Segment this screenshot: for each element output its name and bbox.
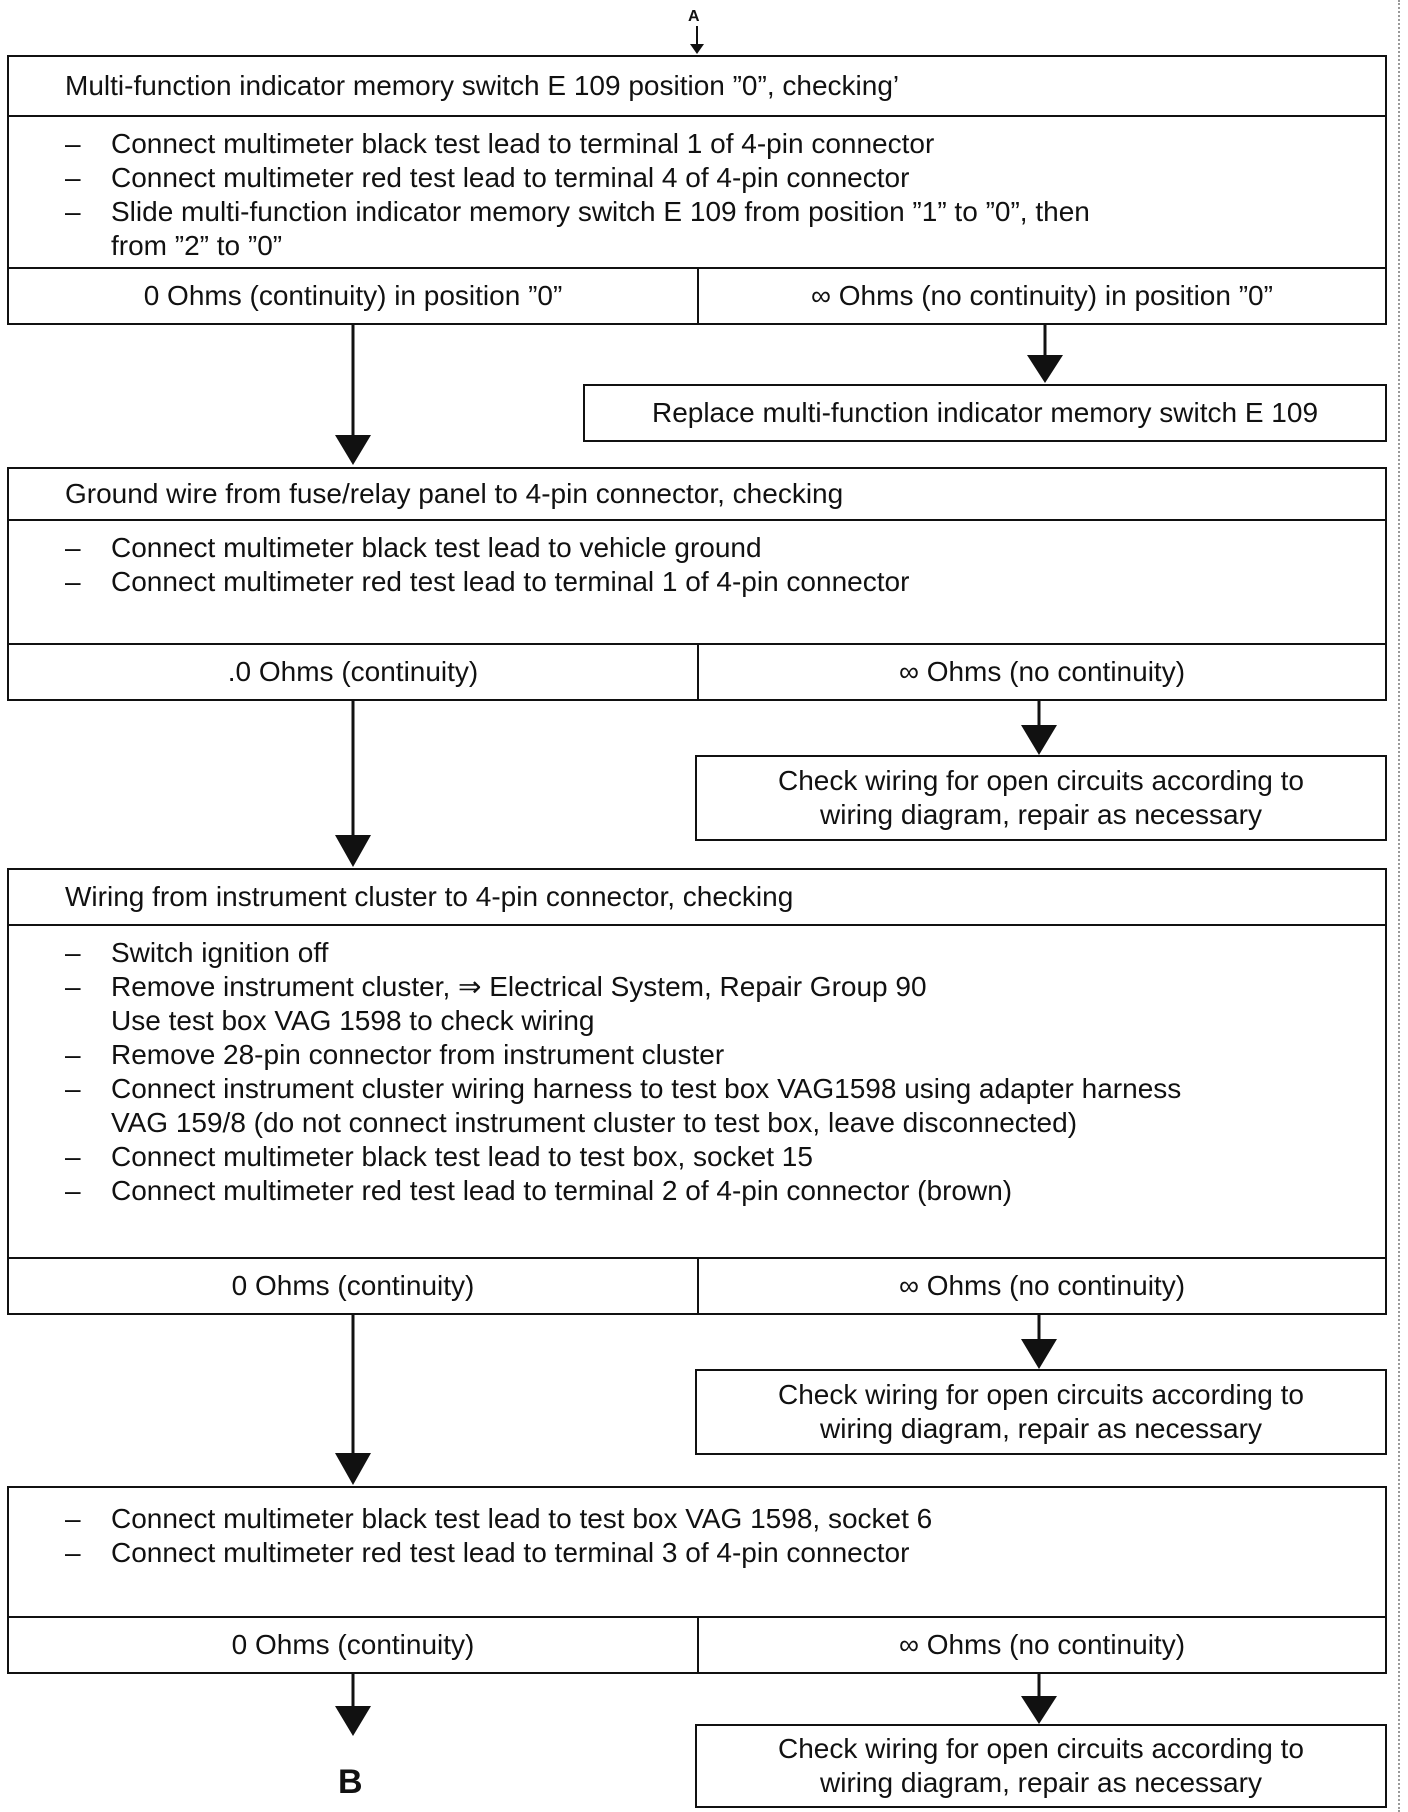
check-block-2-steps: –Connect multimeter black test lead to v… <box>9 521 1385 599</box>
result-pass: 0 Ohms (continuity) <box>9 1259 699 1313</box>
flow-arrow-fail-1 <box>1027 325 1063 383</box>
step-item: –Connect multimeter red test lead to ter… <box>65 1537 910 1568</box>
action-box-1: Replace multi-function indicator memory … <box>583 384 1387 442</box>
check-block-2-title: Ground wire from fuse/relay panel to 4-p… <box>9 469 1385 521</box>
result-fail: ∞ Ohms (no continuity) <box>898 1629 1186 1660</box>
step-item: –Remove instrument cluster, ⇒ Electrical… <box>65 971 927 1036</box>
flow-arrow-fail-4 <box>1021 1674 1057 1724</box>
flow-arrow-pass-4 <box>335 1674 371 1736</box>
step-item: –Remove 28-pin connector from instrument… <box>65 1039 725 1070</box>
step-item: –Connect multimeter black test lead to t… <box>65 1141 813 1172</box>
action-box-3: Check wiring for open circuits according… <box>695 1369 1387 1455</box>
check-block-3: Wiring from instrument cluster to 4-pin … <box>7 868 1387 1315</box>
step-item: –Connect multimeter red test lead to ter… <box>65 1175 1013 1206</box>
step-item: –Connect multimeter black test lead to t… <box>65 128 935 159</box>
check-block-1: Multi-function indicator memory switch E… <box>7 55 1387 325</box>
flow-arrow-pass-1 <box>335 325 371 465</box>
check-block-3-title: Wiring from instrument cluster to 4-pin … <box>9 870 1385 926</box>
flow-arrow-pass-3 <box>335 1315 371 1485</box>
check-block-3-steps: –Switch ignition off –Remove instrument … <box>9 926 1385 1208</box>
action-box-4: Check wiring for open circuits according… <box>695 1724 1387 1808</box>
step-item: –Connect instrument cluster wiring harne… <box>65 1073 1182 1138</box>
flow-arrow-fail-3 <box>1021 1315 1057 1369</box>
check-block-4: –Connect multimeter black test lead to t… <box>7 1486 1387 1674</box>
flow-arrow-fail-2 <box>1021 701 1057 755</box>
result-pass: 0 Ohms (continuity) <box>9 1618 699 1672</box>
connector-out-label: B <box>338 1763 363 1801</box>
step-item: –Slide multi-function indicator memory s… <box>65 196 1090 261</box>
result-fail: ∞ Ohms (no continuity) in position ”0” <box>811 280 1273 311</box>
page-edge <box>1398 0 1400 1812</box>
result-pass: .0 Ohms (continuity) <box>9 645 699 699</box>
step-item: –Connect multimeter black test lead to v… <box>65 532 762 563</box>
step-item: –Connect multimeter red test lead to ter… <box>65 566 910 597</box>
result-pass: 0 Ohms (continuity) in position ”0” <box>9 269 699 323</box>
check-block-2: Ground wire from fuse/relay panel to 4-p… <box>7 467 1387 701</box>
step-item: –Switch ignition off <box>65 937 329 968</box>
result-fail: ∞ Ohms (no continuity) <box>898 656 1186 687</box>
result-fail: ∞ Ohms (no continuity) <box>898 1270 1186 1301</box>
flow-arrow-pass-2 <box>335 701 371 867</box>
entry-arrow <box>690 26 704 54</box>
step-item: –Connect multimeter black test lead to t… <box>65 1503 933 1534</box>
connector-in-label: A <box>688 8 700 25</box>
check-block-1-title: Multi-function indicator memory switch E… <box>9 57 1385 117</box>
check-block-1-steps: –Connect multimeter black test lead to t… <box>9 117 1385 263</box>
step-item: –Connect multimeter red test lead to ter… <box>65 162 910 193</box>
action-box-2: Check wiring for open circuits according… <box>695 755 1387 841</box>
check-block-4-steps: –Connect multimeter black test lead to t… <box>9 1488 1385 1570</box>
